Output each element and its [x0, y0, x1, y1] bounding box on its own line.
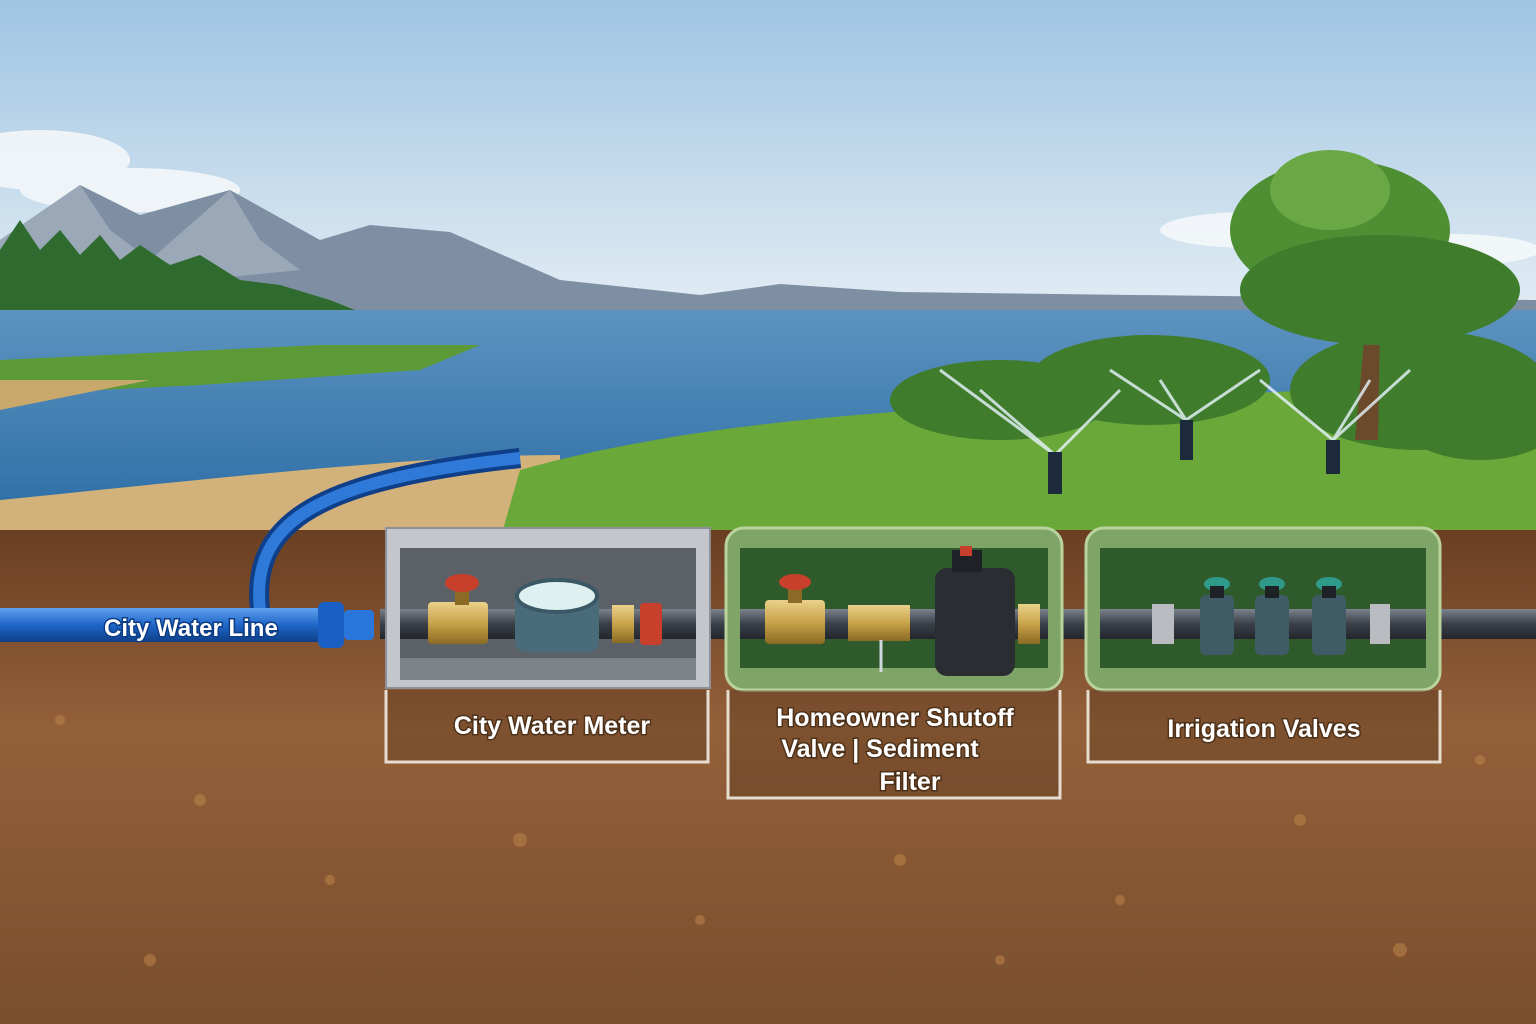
city-water-meter-box	[384, 527, 711, 764]
shutoff-filter-box	[724, 526, 1064, 800]
tree	[1230, 150, 1520, 440]
lawn	[500, 380, 1536, 540]
shutoff-label-line-3: Filter	[879, 768, 940, 796]
city-water-line-pipe	[0, 448, 522, 648]
irrigation-valve	[1200, 577, 1234, 655]
sprinklers	[939, 368, 1412, 494]
irrigation-valves-label: Irrigation Valves	[1167, 715, 1360, 743]
shutoff-label-line-2: Valve | Sediment	[781, 735, 979, 763]
irrigation-valves-box	[1084, 526, 1442, 764]
irrigation-valve	[1312, 577, 1346, 655]
meter-dial	[515, 578, 599, 614]
shutoff-label-line-1: Homeowner Shutoff	[776, 704, 1014, 732]
mountains	[0, 185, 1536, 330]
sprinkler-head	[1259, 368, 1412, 474]
irrigation-valve	[1255, 577, 1289, 655]
soil-pebbles	[55, 715, 1485, 966]
near-shore-sand	[0, 380, 150, 410]
sprinkler-head	[1109, 368, 1261, 460]
city-water-line-label: City Water Line	[104, 615, 278, 642]
sediment-filter	[935, 568, 1015, 676]
sprinkler-head	[939, 368, 1122, 494]
city-water-meter-label: City Water Meter	[454, 712, 651, 740]
